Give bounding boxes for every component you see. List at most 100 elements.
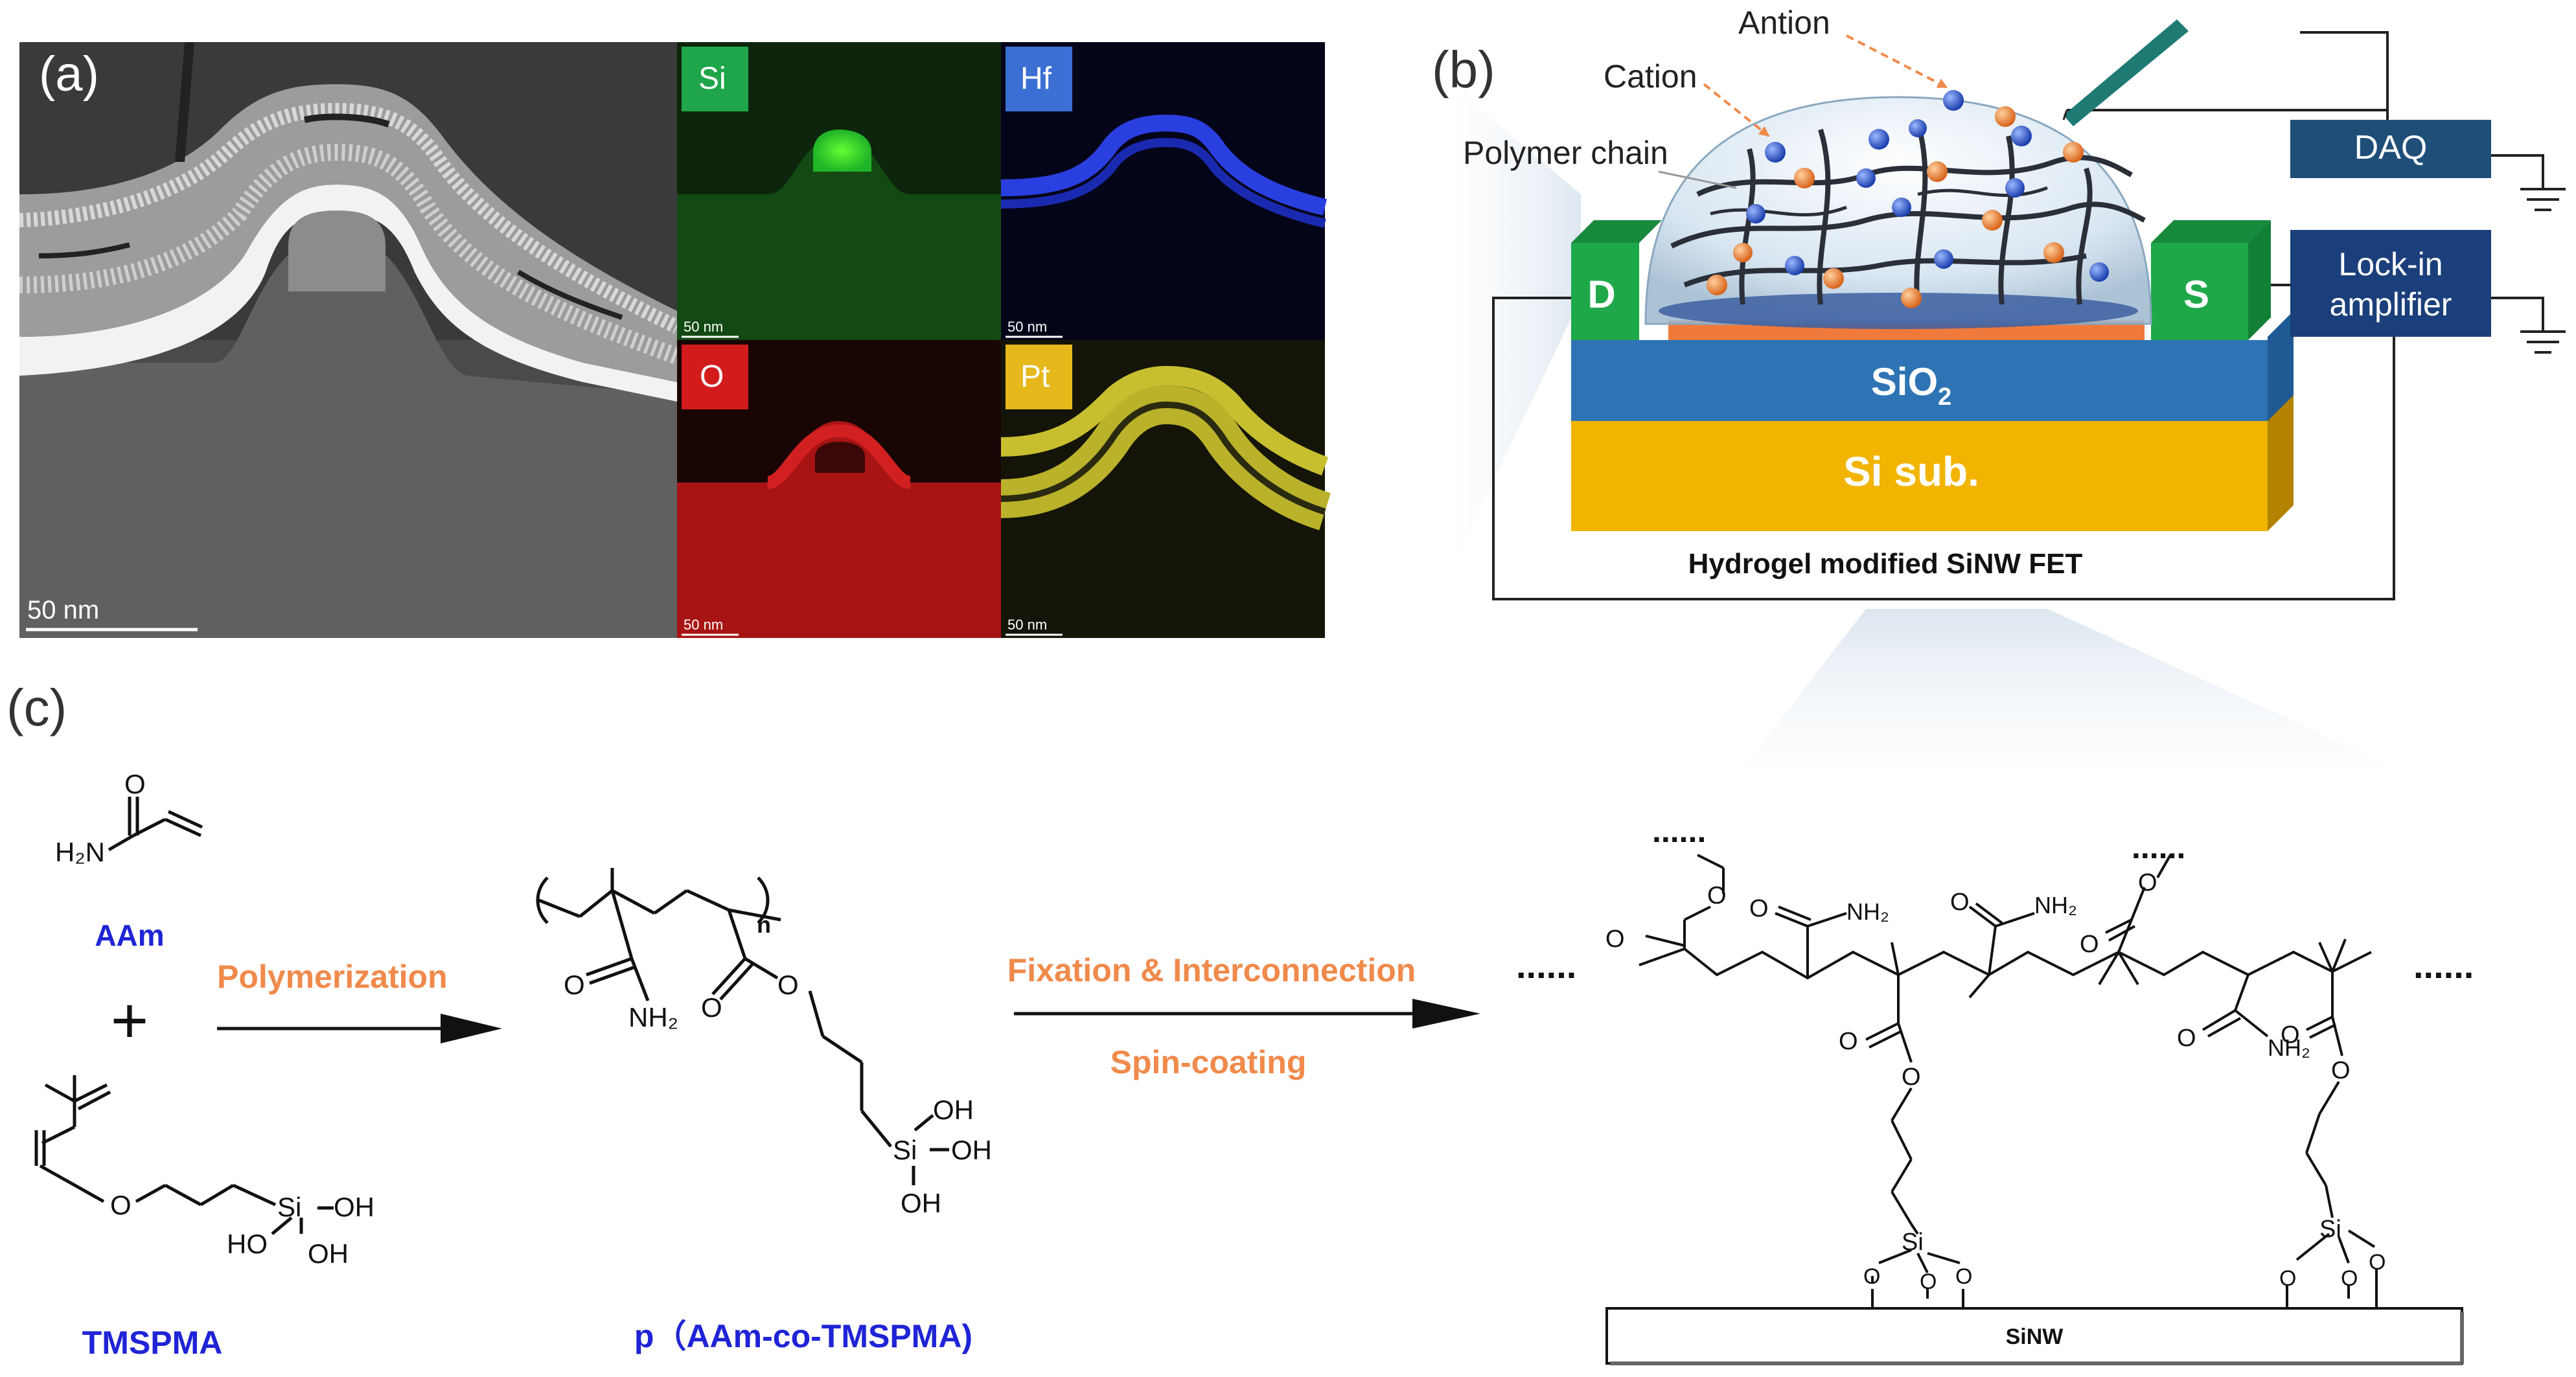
network-si-o4: O [2279,1266,2296,1291]
copolymer-o1-label: O [564,970,585,1000]
ellipsis-right: ...... [2413,945,2474,986]
aam-structure [108,797,203,852]
eds-scale-si: 50 nm [684,319,723,335]
daq-label: DAQ [2354,129,2428,166]
network-o3: O [1749,895,1769,922]
fixation-label: Fixation & Interconnection [1007,952,1416,988]
ellipsis-top-left: ...... [1652,813,1706,849]
eds-label-pt: Pt [1020,359,1050,394]
sinw-bar [1605,1307,2463,1365]
network-o9: O [2177,1025,2196,1052]
contact-s-label: S [2183,273,2209,316]
eds-scale-pt: 50 nm [1007,617,1047,633]
network-si-o3: O [1955,1264,1972,1289]
network-si-o6: O [2369,1250,2386,1275]
oxide-label: SiO2 [1871,360,1952,411]
panel-c-label: (c) [6,679,67,736]
tmspma-label: TMSPMA [82,1325,223,1361]
source-contact [2151,243,2248,340]
zoom-beam-bottom [1736,609,2417,777]
spin-coating-label: Spin-coating [1110,1044,1307,1080]
network-si-right: Si [2319,1216,2341,1243]
eds-badge-hf [1006,47,1072,111]
network-nh2-3: NH₂ [2268,1034,2310,1061]
eds-label-o: O [700,359,724,394]
copolymer-oh2-label: OH [951,1135,992,1165]
hydrogel-base [1659,293,2138,329]
eds-scale-hf: 50 nm [1007,319,1047,335]
plus-sign: + [111,984,148,1057]
cation-label: Cation [1604,58,1697,95]
network-si-left: Si [1902,1229,1924,1256]
tmspma-ho-label: HO [227,1229,268,1259]
network-o2: O [1707,882,1727,909]
copolymer-nh2-label: NH₂ [628,1002,678,1032]
daq-box [2290,120,2491,178]
network-o4: O [1950,889,1970,916]
cation-particles [1746,90,2109,282]
network-si-o1: O [1863,1264,1880,1289]
network-si-o2: O [1920,1269,1937,1294]
aam-label: AAm [95,918,164,952]
zoom-beam-left [1451,91,1581,570]
panel-a-label: (a) [39,47,99,102]
copolymer-oh3-label: OH [901,1188,941,1218]
eds-badge-pt [1006,345,1072,409]
eds-map-o: O 50 nm [677,340,1001,638]
polymer-chains [1670,122,2146,305]
stem-scale-label: 50 nm [27,596,99,624]
tmspma-oh1-label: OH [334,1192,374,1222]
network-si-o5: O [2341,1266,2358,1291]
network-o10: O [2281,1021,2300,1049]
ellipsis-left: ...... [1516,945,1576,986]
lockin-label-2: amplifier [2330,286,2452,323]
probe-needle [2064,19,2189,126]
copolymer-o2-label: O [701,992,722,1023]
copolymer-structure [536,868,949,1185]
copolymer-o3-label: O [777,970,799,1000]
tmspma-si-label: Si [277,1192,301,1222]
antion-label: Antion [1738,5,1830,41]
network-o5: O [2080,931,2099,958]
tmspma-structure [34,1075,334,1235]
device-caption: Hydrogel modified SiNW FET [1688,548,2083,580]
panel-b-label: (b) [1432,41,1495,98]
tmspma-oh2-label: OH [308,1238,349,1269]
copolymer-label: p（AAm-co-TMSPMA) [634,1318,972,1354]
copolymer-n-label: n [757,911,771,938]
eds-label-si: Si [698,62,726,96]
network-o6: O [2138,869,2157,896]
copolymer-si-label: Si [893,1135,917,1165]
panel-a: (a) 50 nm Si 50 nm Hf 50 nm [19,42,1331,638]
anion-particles [1707,106,2084,308]
aam-h2n-label: H₂N [55,837,105,867]
drain-contact [1571,243,1639,340]
aam-o-label: O [124,769,146,799]
network-o1: O [1605,926,1625,953]
substrate-label: Si sub. [1843,448,1979,495]
network-nh2-2: NH₂ [2034,892,2077,918]
panel-b: (b) [1432,5,2566,777]
ground-symbol-lockin [2520,330,2566,354]
panel-c: (c) O H₂N AAm + [6,679,2474,1365]
stem-bright-layer [19,185,677,402]
contact-d-label: D [1587,273,1615,316]
si-substrate [1571,421,2268,531]
eds-scale-o: 50 nm [684,617,723,633]
eds-map-pt: Pt 50 nm [1000,340,1331,638]
circuit-wire-probe [2067,31,2389,111]
stem-nanowire-core [288,211,385,291]
polymerization-label: Polymerization [217,959,448,995]
eds-badge-o [682,345,748,409]
ground-symbol-daq [2520,188,2566,211]
network-o8: O [1902,1064,1921,1091]
sio2-layer [1571,340,2268,421]
oxide-side [2268,311,2294,421]
lockin-label-1: Lock-in [2338,246,2443,282]
polymer-chain-label: Polymer chain [1463,135,1668,171]
stem-substrate [19,233,677,638]
sinw-label: SiNW [2006,1325,2064,1349]
tmspma-o-label: O [110,1190,132,1220]
eds-map-hf: Hf 50 nm [1000,42,1327,340]
